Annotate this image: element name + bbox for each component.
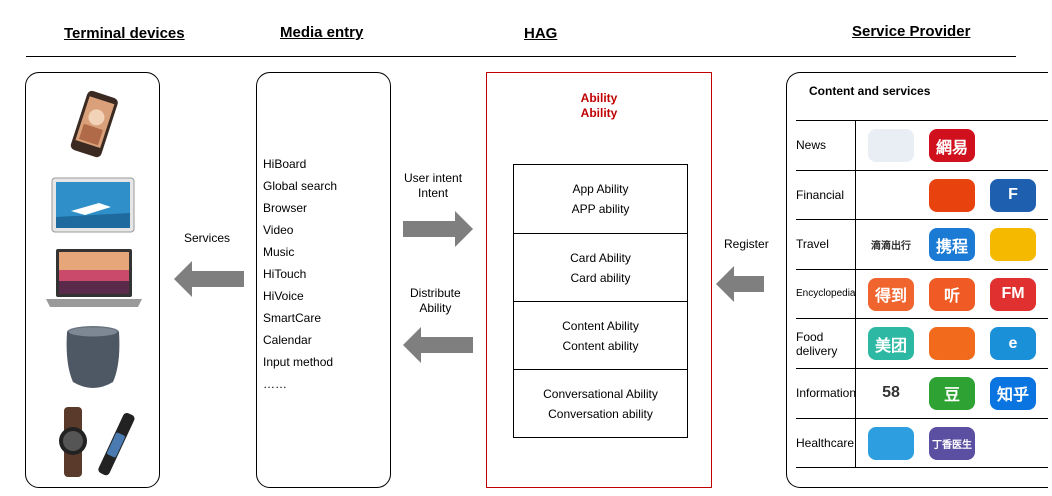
service-row: Encyclopedia 得到听 FM bbox=[796, 269, 1048, 320]
arrow-left-distribute-icon bbox=[403, 327, 473, 363]
distribute-line2: Ability bbox=[419, 301, 452, 315]
service-provider-table: News 網易 Financial F Travel 滴滴出行携程 Encyclopedia… bbox=[796, 120, 1048, 469]
ability-conversational-subtitle: Conversation ability bbox=[548, 406, 653, 421]
arrow-right-intent-icon bbox=[403, 211, 473, 247]
financial-logo-1-icon bbox=[868, 178, 914, 212]
food-logo-1-icon: 美团 bbox=[868, 327, 914, 361]
ability-card-title: Card Ability bbox=[570, 250, 631, 265]
info-logo-2-icon: 豆 bbox=[929, 376, 975, 410]
hag-title-line1: Ability bbox=[580, 91, 618, 105]
header-media-entry: Media entry bbox=[280, 24, 364, 41]
ability-content: Content Ability Content ability bbox=[514, 301, 687, 369]
service-category-label: Travel bbox=[796, 220, 856, 269]
service-row: Financial F bbox=[796, 170, 1048, 221]
ability-conversational: Conversational Ability Conversation abil… bbox=[514, 369, 687, 437]
distribute-ability-label: Distribute Ability bbox=[410, 286, 461, 316]
distribute-line1: Distribute bbox=[410, 286, 461, 300]
encyclopedia-logo-1-icon: 得到 bbox=[868, 277, 914, 311]
ability-app-subtitle: APP ability bbox=[571, 202, 630, 216]
hag-ability-title: Ability Ability bbox=[486, 91, 712, 121]
ability-app: App Ability APP ability bbox=[514, 165, 687, 233]
media-entry-item: Music bbox=[263, 245, 295, 259]
arrow-left-services-icon bbox=[174, 261, 244, 297]
header-hag: HAG bbox=[524, 25, 558, 42]
ability-stack: App Ability APP ability Card Ability Car… bbox=[513, 164, 688, 438]
laptop-icon bbox=[46, 249, 142, 307]
user-intent-label: User intent Intent bbox=[404, 171, 462, 201]
user-intent-line1: User intent bbox=[404, 171, 463, 185]
media-entry-item: Input method bbox=[263, 355, 334, 369]
health-logo-3-icon bbox=[990, 426, 1036, 460]
hag-box bbox=[486, 72, 712, 488]
media-entry-item: SmartCare bbox=[263, 311, 322, 325]
service-category-label: Financial bbox=[796, 170, 856, 220]
service-row: Food delivery 美团 e bbox=[796, 319, 1048, 369]
ability-conversational-title: Conversational Ability bbox=[543, 386, 658, 401]
ability-content-title: Content Ability bbox=[562, 318, 639, 333]
ability-card: Card Ability Card ability bbox=[514, 233, 687, 301]
financial-logo-2-icon bbox=[929, 178, 975, 212]
terminal-devices-box bbox=[25, 72, 160, 488]
media-entry-item: …… bbox=[263, 377, 287, 391]
header-rule bbox=[26, 56, 1016, 57]
hag-title-line2: Ability bbox=[580, 106, 618, 120]
arrow-left-register-icon bbox=[716, 266, 764, 302]
food-logo-3-icon: e bbox=[990, 327, 1036, 361]
service-category-label: Encyclopedia bbox=[796, 269, 856, 319]
ability-content-subtitle: Content ability bbox=[562, 338, 639, 353]
ability-card-subtitle: Card ability bbox=[570, 270, 631, 285]
encyclopedia-logo-2-icon: 听 bbox=[929, 277, 975, 311]
news-logo-3-icon bbox=[990, 129, 1036, 162]
smartwatch-icon bbox=[59, 407, 135, 477]
travel-logo-2-icon: 携程 bbox=[929, 228, 975, 262]
media-entry-item: HiBoard bbox=[263, 157, 307, 171]
register-label: Register bbox=[724, 237, 769, 251]
service-category-label: Food delivery bbox=[796, 319, 856, 368]
header-service-provider: Service Provider bbox=[852, 23, 971, 40]
health-logo-1-icon bbox=[868, 426, 914, 460]
media-entry-item: Global search bbox=[263, 179, 338, 193]
food-logo-2-icon bbox=[929, 327, 975, 361]
content-services-title: Content and services bbox=[809, 84, 931, 98]
encyclopedia-logo-3-icon: FM bbox=[990, 277, 1036, 311]
service-category-label: Information bbox=[796, 368, 856, 418]
service-row: Travel 滴滴出行携程 bbox=[796, 220, 1048, 270]
media-entry-item: Video bbox=[263, 223, 294, 237]
tablet-icon bbox=[51, 177, 135, 233]
service-row: News 網易 bbox=[796, 121, 1048, 171]
service-category-label: News bbox=[796, 121, 856, 170]
header-terminal-devices: Terminal devices bbox=[64, 25, 185, 42]
speaker-icon bbox=[66, 326, 120, 388]
service-row: Information 58 豆知乎 bbox=[796, 368, 1048, 419]
media-entry-item: Calendar bbox=[263, 333, 312, 347]
user-intent-line2: Intent bbox=[418, 186, 449, 200]
info-logo-3-icon: 知乎 bbox=[990, 376, 1036, 410]
ability-app-title: App Ability bbox=[572, 182, 629, 196]
phone-icon bbox=[70, 90, 118, 158]
services-label: Services bbox=[184, 231, 231, 245]
news-logo-1-icon bbox=[868, 129, 914, 162]
media-entry-item: HiVoice bbox=[263, 289, 304, 303]
health-logo-2-icon: 丁香医生 bbox=[929, 426, 975, 460]
news-logo-2-icon: 網易 bbox=[929, 129, 975, 162]
financial-logo-3-icon: F bbox=[990, 178, 1036, 212]
service-category-label: Healthcare bbox=[796, 418, 856, 468]
service-row: Healthcare 丁香医生 bbox=[796, 418, 1048, 469]
travel-logo-1-icon: 滴滴出行 bbox=[868, 228, 914, 262]
media-entry-item: Browser bbox=[263, 201, 308, 215]
info-logo-1-icon: 58 bbox=[868, 376, 914, 410]
media-entry-item: HiTouch bbox=[263, 267, 307, 281]
travel-logo-3-icon bbox=[990, 228, 1036, 262]
